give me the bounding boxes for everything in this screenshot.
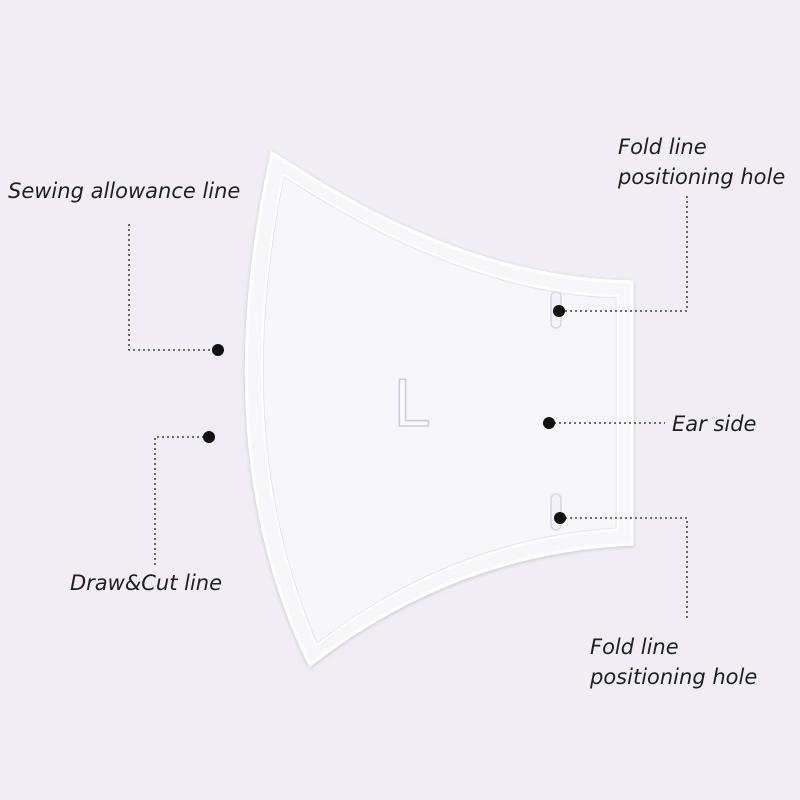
leader-sewing bbox=[128, 224, 218, 351]
leader-fold-top bbox=[559, 196, 688, 312]
positioning-hole-bottom bbox=[550, 493, 562, 531]
label-fold-top-line-1: Fold line bbox=[618, 135, 707, 159]
template-outer-edge bbox=[244, 150, 634, 668]
label-fold-bottom-line-1: Fold line bbox=[590, 635, 679, 659]
label-fold-top-line-2: positioning hole bbox=[618, 165, 786, 189]
marker-draw-cut bbox=[203, 431, 215, 443]
marker-fold-top bbox=[553, 305, 565, 317]
label-fold-bottom-line-2: positioning hole bbox=[590, 665, 758, 689]
marker-fold-bottom bbox=[554, 512, 566, 524]
leader-fold-bottom bbox=[560, 517, 688, 620]
template-sewing-line bbox=[260, 173, 620, 647]
label-fold-line-top: Fold line positioning hole bbox=[618, 132, 785, 192]
marker-sewing bbox=[212, 344, 224, 356]
label-fold-line-bottom: Fold line positioning hole bbox=[590, 632, 757, 692]
template-sewing-line-shadow bbox=[262, 176, 617, 644]
size-mark: L bbox=[393, 368, 429, 442]
marker-ear-side bbox=[543, 417, 555, 429]
label-draw-cut-line: Draw&Cut line bbox=[70, 571, 223, 595]
leader-draw-cut bbox=[154, 436, 209, 565]
label-ear-side: Ear side bbox=[672, 412, 757, 436]
label-sewing-allowance-line: Sewing allowance line bbox=[8, 179, 241, 203]
